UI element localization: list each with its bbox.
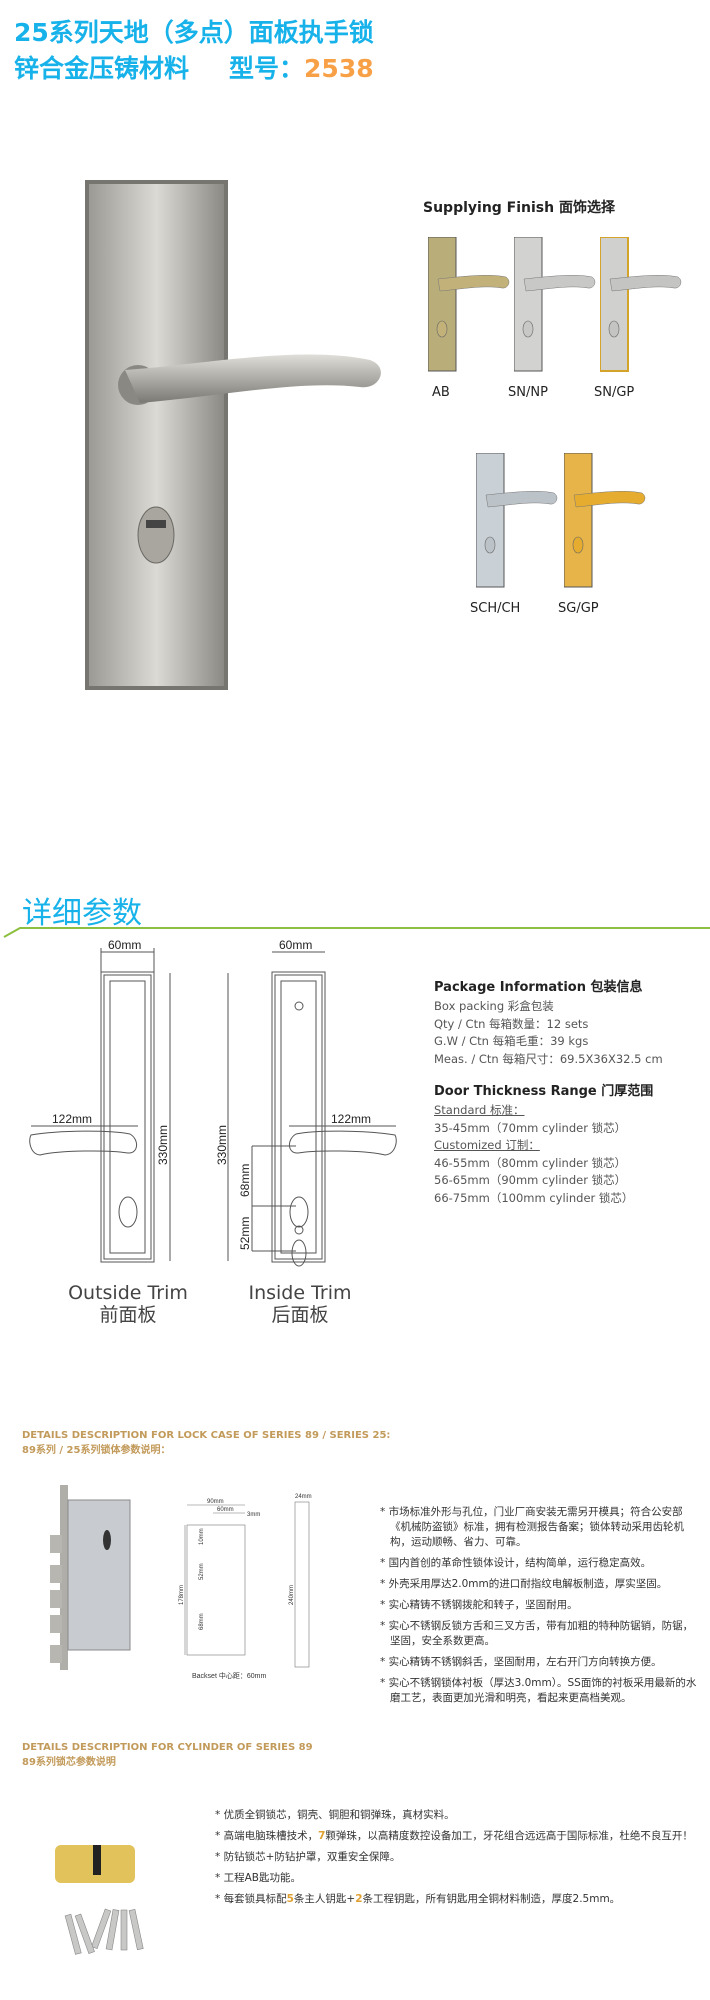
inside-height-dim: 330mm xyxy=(215,1125,229,1165)
inside-d1-dim: 68mm xyxy=(238,1164,252,1197)
inside-lever-dim: 122mm xyxy=(331,1112,371,1126)
backset: Backset 中心距：60mm xyxy=(192,1671,266,1680)
finish-label: SG/GP xyxy=(558,601,599,616)
material: 锌合金压铸材料 xyxy=(14,54,190,83)
finish-label: SN/NP xyxy=(508,385,548,400)
finish-swatch-sch-ch: SCH/CH xyxy=(470,452,566,616)
product-title: 25系列天地（多点）面板执手锁 xyxy=(14,18,374,47)
finish-label: SN/GP xyxy=(594,385,635,400)
svg-text:90mm: 90mm xyxy=(207,1499,224,1505)
inside-width-dim: 60mm xyxy=(279,940,312,952)
outside-height-dim: 330mm xyxy=(156,1125,170,1165)
cylinder-bullets: * 优质全铜锁芯，铜壳、铜胆和铜弹珠，真材实料。 * 高端电脑珠槽技术，7颗弹珠… xyxy=(215,1809,693,1905)
section-divider xyxy=(3,927,710,938)
cylinder-title: DETAILS DESCRIPTION FOR CYLINDER OF SERI… xyxy=(22,1742,313,1768)
finish-label: AB xyxy=(432,385,450,400)
finish-swatch-sn-gp: SN/GP xyxy=(594,236,690,400)
lockcase-title: DETAILS DESCRIPTION FOR LOCK CASE OF SER… xyxy=(22,1430,391,1456)
finish-label: SCH/CH xyxy=(470,601,521,616)
finish-title: Supplying Finish 面饰选择 xyxy=(423,200,615,216)
model-label: 型号： xyxy=(229,54,305,83)
finish-lock-image xyxy=(599,236,682,372)
trim-drawings: 60mm 122mm 330mm 60mm 122mm 330mm 68mm 5… xyxy=(29,940,397,1267)
finish-lock-image xyxy=(513,236,596,372)
finish-swatch-ab: AB xyxy=(427,236,518,400)
finish-lock-image xyxy=(427,236,510,372)
lockcase-images: 90mm 60mm 3mm 24mm 10mm 52mm 68mm 178mm 240mm B… xyxy=(50,1485,312,1680)
finish-lock-image xyxy=(563,452,646,588)
finish-swatch-sg-gp: SG/GP xyxy=(558,452,654,616)
details-title: 详细参数 xyxy=(22,896,142,931)
svg-text:10mm: 10mm xyxy=(199,1528,205,1545)
finish-lock-image xyxy=(475,452,558,588)
svg-text:240mm: 240mm xyxy=(289,1585,295,1605)
svg-text:68mm: 68mm xyxy=(199,1613,205,1630)
main-lock-image xyxy=(85,180,381,690)
svg-text:60mm: 60mm xyxy=(217,1507,234,1513)
svg-text:178mm: 178mm xyxy=(179,1585,185,1605)
product-subtitle: 锌合金压铸材料 型号：2538 xyxy=(14,54,374,84)
outside-width-dim: 60mm xyxy=(108,940,141,952)
finish-swatch-sn-np: SN/NP xyxy=(508,236,604,400)
cylinder-image xyxy=(55,1845,144,1955)
svg-text:3mm: 3mm xyxy=(247,1512,260,1518)
lockcase-bullets: * 市场标准外形与孔位，门业厂商安装无需另开模具；符合公安部《机械防盗锁》标准，… xyxy=(380,1506,697,1704)
package-info: Package Information 包装信息 Box packing 彩盒包… xyxy=(434,980,663,1205)
svg-text:24mm: 24mm xyxy=(295,1494,312,1500)
svg-text:52mm: 52mm xyxy=(199,1563,205,1580)
inside-d2-dim: 52mm xyxy=(238,1217,252,1250)
outside-lever-dim: 122mm xyxy=(52,1112,92,1126)
model-number: 2538 xyxy=(304,54,374,83)
